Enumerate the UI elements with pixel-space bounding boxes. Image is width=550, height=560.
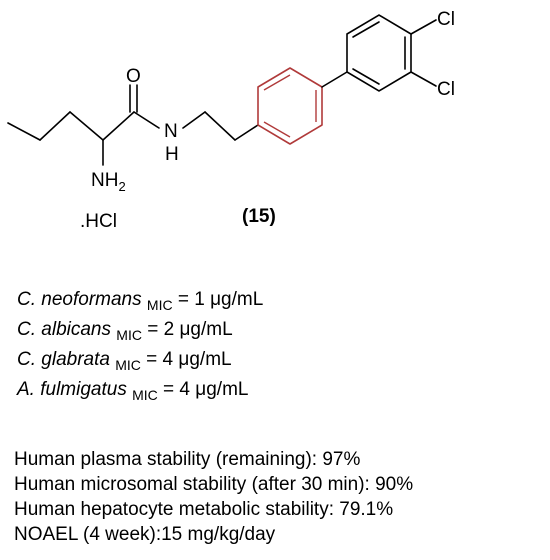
bond-ethyl-1	[182, 111, 206, 129]
hcl-salt-label: .HCl	[80, 211, 117, 232]
mic-line-c-albicans: C. albicans MIC = 2 μg/mL	[17, 318, 233, 343]
mic-line-c-glabrata: C. glabrata MIC = 4 μg/mL	[17, 348, 232, 373]
dichlorophenyl-inner-bond-1	[352, 21, 380, 38]
organism-name: A. fulmigatus	[17, 379, 127, 400]
bond-chain-2	[39, 111, 71, 141]
phenyl-ring	[257, 67, 323, 145]
chlorine-top-label: Cl	[437, 9, 455, 30]
bond-chain-3	[69, 111, 104, 141]
bond-cl-bottom	[410, 71, 437, 87]
bond-biaryl	[321, 71, 348, 88]
compound-number-label: (15)	[242, 206, 276, 227]
organism-name: C. albicans	[17, 319, 111, 340]
noael-text: NOAEL (4 week):15 mg/kg/day	[14, 524, 276, 545]
dichlorophenyl-inner-bond-3	[352, 68, 380, 85]
amide-nitrogen-label: N	[164, 121, 178, 142]
bond-chain-1	[7, 122, 41, 141]
carbonyl-oxygen-label: O	[126, 66, 141, 87]
microsomal-stability-text: Human microsomal stability (after 30 min…	[14, 474, 414, 495]
bond-cl-top	[410, 19, 437, 35]
amide-hydrogen-label: H	[165, 144, 179, 165]
bond-amide	[133, 111, 160, 129]
properties-block: Human plasma stability (remaining): 97% …	[14, 447, 413, 547]
chemical-structure: O N H NH2 .HCl (15) Cl Cl	[7, 9, 455, 232]
dichlorophenyl-ring	[346, 14, 412, 92]
mic-line-c-neoformans: C. neoformans MIC = 1 μg/mL	[17, 288, 264, 313]
phenyl-inner-bond-1	[263, 74, 291, 91]
mic-value: = 2 μg/mL	[141, 319, 233, 340]
organism-name: C. neoformans	[17, 289, 142, 310]
chlorine-bottom-label: Cl	[437, 79, 455, 100]
mic-line-a-fulmigatus: A. fulmigatus MIC = 4 μg/mL	[17, 378, 249, 403]
mic-value: = 1 μg/mL	[172, 289, 264, 310]
mic-subscript: MIC	[132, 387, 158, 403]
mic-subscript: MIC	[116, 327, 142, 343]
organism-name: C. glabrata	[17, 349, 110, 370]
bond-ethyl-2	[204, 111, 236, 141]
plasma-stability-text: Human plasma stability (remaining): 97%	[14, 449, 361, 470]
amine-subscript: 2	[118, 179, 125, 194]
mic-subscript: MIC	[146, 297, 173, 313]
bond-alpha-carbonyl	[102, 111, 135, 141]
phenyl-inner-bond-3	[263, 121, 291, 138]
amine-nh-text: NH	[91, 170, 118, 191]
amine-label: NH2	[91, 170, 126, 194]
mic-subscript: MIC	[115, 357, 141, 373]
mic-value: = 4 μg/mL	[140, 349, 232, 370]
hepatocyte-stability-text: Human hepatocyte metabolic stability: 79…	[14, 499, 394, 520]
bond-ethyl-ring	[234, 124, 259, 141]
mic-value: = 4 μg/mL	[157, 379, 249, 400]
